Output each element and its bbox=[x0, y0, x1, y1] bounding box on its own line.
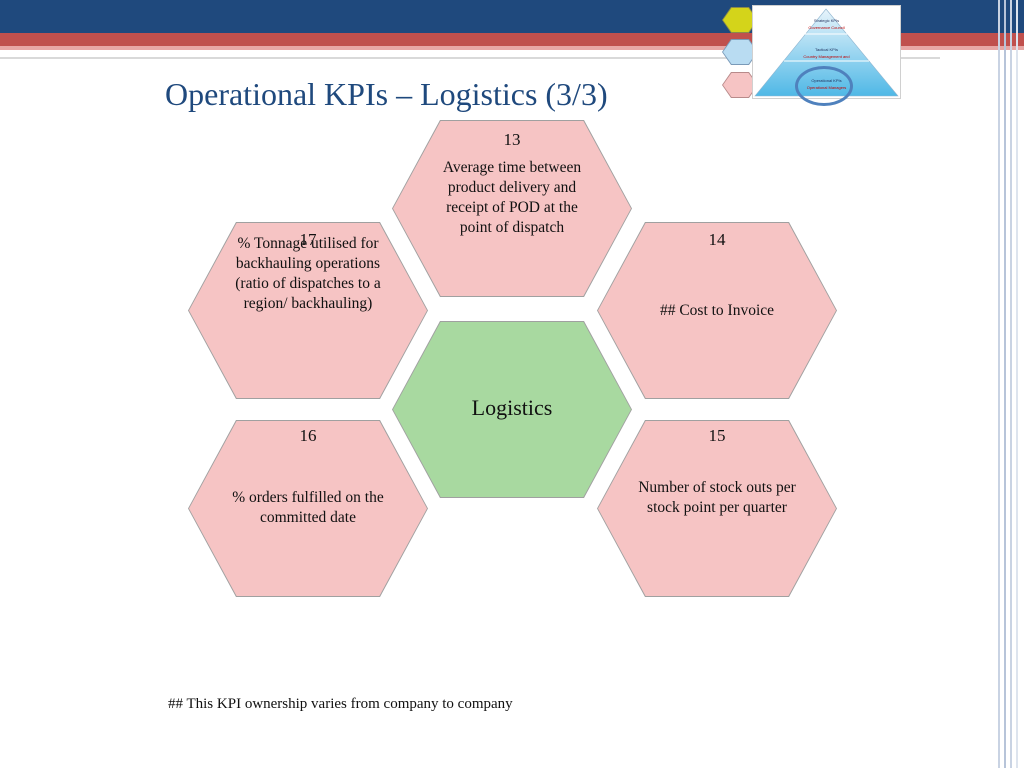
kpi-15-hexagon: 15 Number of stock outs per stock point … bbox=[597, 420, 837, 597]
header-accent-thin bbox=[0, 46, 1024, 50]
kpi-16-hexagon: 16 % orders fulfilled on the committed d… bbox=[188, 420, 428, 597]
kpi-14-hexagon: 14 ## Cost to Invoice bbox=[597, 222, 837, 399]
kpi-17-hexagon: 17 % Tonnage utilised for backhauling op… bbox=[188, 222, 428, 399]
page-title: Operational KPIs – Logistics (3/3) bbox=[165, 76, 608, 112]
kpi-13-number: 13 bbox=[503, 130, 521, 149]
kpi-13-hexagon: 13 Average time between product delivery… bbox=[392, 120, 632, 297]
footnote: ## This KPI ownership varies from compan… bbox=[168, 696, 513, 712]
kpi-15-number: 15 bbox=[708, 426, 726, 445]
right-edge-decoration bbox=[994, 0, 1024, 768]
logistics-label: Logistics bbox=[471, 395, 553, 420]
kpi-16-number: 16 bbox=[299, 426, 317, 445]
kpi-15-text: Number of stock outs per stock point per… bbox=[638, 479, 796, 516]
kpi-17-text: % Tonnage utilised for backhauling opera… bbox=[235, 235, 381, 312]
pyramid-level-1-sub: Governance Council bbox=[808, 25, 845, 30]
kpi-14-text: ## Cost to Invoice bbox=[659, 302, 775, 319]
hexagon-icon-strategic bbox=[722, 7, 758, 33]
header-rule bbox=[0, 57, 940, 59]
highlight-circle bbox=[795, 66, 853, 106]
kpi-16-text: % orders fulfilled on the committed date bbox=[232, 489, 384, 526]
kpi-17-number: 17 bbox=[299, 230, 317, 249]
kpi-13-text: Average time between product delivery an… bbox=[442, 159, 582, 236]
kpi-14-number: 14 bbox=[708, 230, 726, 249]
pyramid-level-1-heading: Strategic KPIs bbox=[813, 18, 840, 23]
pyramid-level-2-sub: Country Management and bbox=[803, 54, 850, 59]
pyramid-level-2-heading: Tactical KPIs bbox=[815, 47, 838, 52]
logistics-hexagon: Logistics bbox=[392, 321, 632, 498]
